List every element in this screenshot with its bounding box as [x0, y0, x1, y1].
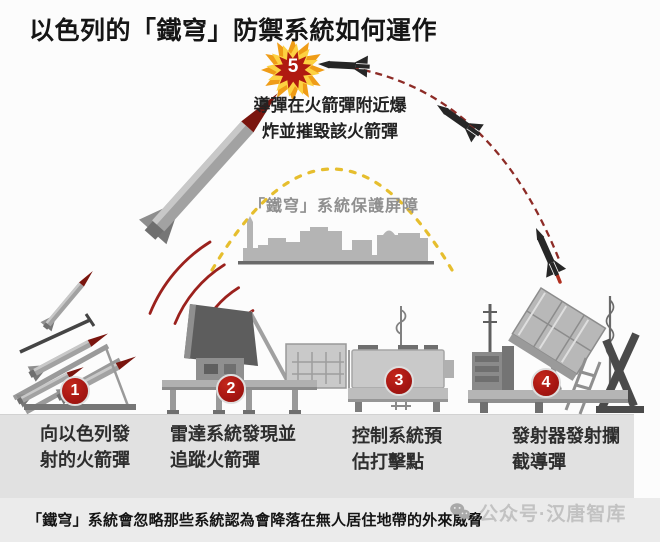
ground-band: [0, 414, 634, 499]
step3-caption-line1: 控制系統預: [352, 426, 442, 446]
step5-caption-line2: 炸並摧毀該火箭彈: [262, 121, 398, 141]
step3-caption: 控制系統預 估打擊點: [352, 423, 442, 475]
missile-exhaust-icon: [554, 270, 562, 284]
step1-caption-line2: 射的火箭彈: [40, 450, 130, 471]
step2-caption-line1: 雷達系統發現並: [170, 424, 296, 444]
control-system-illustration: [348, 306, 454, 412]
interceptor-missile-icon: [317, 53, 371, 78]
watermark-text: 公众号·汉唐智库: [479, 503, 627, 525]
step1-badge: 1: [60, 376, 90, 406]
step4-badge: 4: [531, 368, 561, 398]
footer-band: [0, 498, 660, 542]
step4-caption-line1: 發射器發射攔: [512, 426, 620, 446]
wechat-icon: [450, 503, 470, 520]
step3-badge: 3: [384, 366, 414, 396]
step2-caption: 雷達系統發現並 追蹤火箭彈: [170, 421, 296, 473]
page-title: 以色列的「鐵穹」防禦系統如何運作: [29, 17, 438, 45]
step1-caption-line1: 向以色列發: [40, 424, 130, 444]
radar-system-illustration: [162, 304, 356, 414]
interceptor-missile-icon: [430, 96, 486, 144]
dome-shield-arc: [210, 167, 454, 272]
interceptor-missile-icon: [526, 223, 568, 280]
step2-caption-line2: 追蹤火箭彈: [170, 450, 260, 471]
launched-rocket-icon: [39, 266, 99, 333]
step5-caption-line1: 導彈在火箭彈附近爆: [253, 96, 407, 115]
watermark: 公众号·汉唐智库: [448, 499, 626, 525]
radar-waves-icon: [148, 240, 255, 346]
step4-caption-line2: 截導彈: [512, 452, 566, 473]
footnote-text: 「鐵穹」系統會忽略那些系統認為會降落在無人居住地帶的外來威脅: [27, 512, 484, 529]
dome-shield-label: 「鐵穹」系統保護屏障: [248, 198, 419, 215]
step4-caption: 發射器發射攔 截導彈: [512, 423, 620, 475]
step5-badge: 5: [287, 56, 299, 77]
step3-caption-line2: 估打擊點: [352, 452, 424, 473]
step2-badge: 2: [216, 374, 246, 404]
city-skyline: [238, 216, 434, 265]
step1-caption: 向以色列發 射的火箭彈: [40, 421, 130, 473]
step5-caption: 導彈在火箭彈附近爆 炸並摧毀該火箭彈: [238, 93, 422, 144]
